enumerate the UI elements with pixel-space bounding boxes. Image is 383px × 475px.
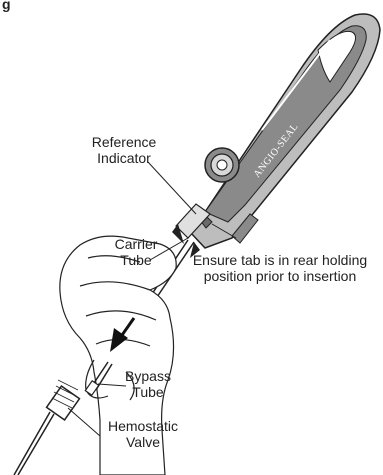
instruction-line1: Ensure tab is in rear holding: [180, 252, 380, 268]
device-button: [205, 148, 239, 182]
bypass-tube-line2: Tube: [120, 384, 176, 400]
bypass-tube-line1: Bypass: [120, 368, 176, 384]
label-hemostatic-valve: Hemostatic Valve: [98, 418, 188, 450]
sheath: [14, 412, 54, 475]
label-bypass-tube: Bypass Tube: [120, 368, 176, 400]
hemostatic-valve-line2: Valve: [98, 434, 188, 450]
carrier-tube-line2: Tube: [104, 252, 168, 268]
label-reference-indicator: Reference Indicator: [84, 134, 164, 166]
carrier-tube-line1: Carrier: [104, 236, 168, 252]
reference-indicator-line1: Reference: [84, 134, 164, 150]
label-instruction: Ensure tab is in rear holding position p…: [180, 252, 380, 284]
reference-indicator-line2: Indicator: [84, 150, 164, 166]
label-carrier-tube: Carrier Tube: [104, 236, 168, 268]
instruction-line2: position prior to insertion: [180, 268, 380, 284]
hemostatic-valve-line1: Hemostatic: [98, 418, 188, 434]
